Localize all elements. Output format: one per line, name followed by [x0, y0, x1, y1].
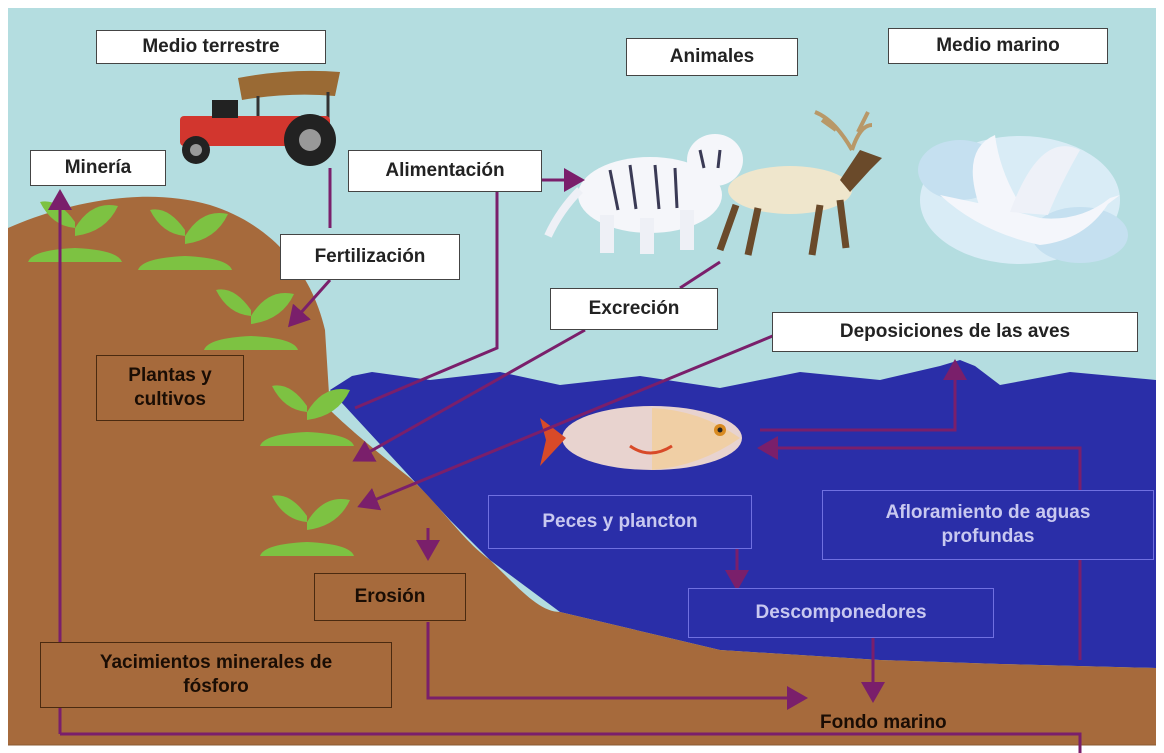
arrow-deposiciones	[357, 333, 776, 511]
label-medio-terrestre: Medio terrestre	[96, 30, 326, 64]
land-area	[8, 196, 1156, 745]
plant-icon	[260, 385, 354, 446]
line-animals-excrecion	[679, 260, 721, 290]
label-afloramiento-line2: profundas	[941, 526, 1035, 547]
arrow-erosion-fondo	[426, 622, 808, 710]
label-peces-plancton: Peces y plancton	[488, 495, 752, 549]
plant-icon	[204, 289, 298, 350]
reindeer-icon	[716, 110, 882, 256]
arrow-excrecion	[352, 328, 586, 462]
arrow-mineria	[60, 732, 1082, 753]
label-plantas-line1: Plantas y	[128, 365, 212, 386]
label-yacimientos-line2: fósforo	[183, 676, 249, 697]
line-alimentacion-plants	[354, 192, 499, 410]
label-alimentacion: Alimentación	[348, 150, 542, 192]
arrow-afloramiento-fish	[757, 436, 1082, 660]
plant-icon	[138, 209, 232, 270]
label-excrecion: Excreción	[550, 288, 718, 330]
arrow-fertilizacion	[288, 279, 332, 328]
label-fertilizacion: Fertilización	[280, 234, 460, 280]
label-plantas-line2: cultivos	[134, 389, 206, 410]
label-mineria: Minería	[30, 150, 166, 186]
label-descomponedores: Descomponedores	[688, 588, 994, 638]
label-medio-marino: Medio marino	[888, 28, 1108, 64]
label-animales: Animales	[626, 38, 798, 76]
arrow-fish-deposiciones	[760, 359, 967, 432]
label-erosion: Erosión	[314, 573, 466, 621]
plant-icon	[260, 495, 354, 556]
tractor-icon	[180, 70, 340, 166]
plant-icon	[28, 201, 122, 262]
label-afloramiento-line1: Afloramiento de aguas	[885, 502, 1091, 523]
label-yacimientos-line1: Yacimientos minerales de	[99, 652, 333, 673]
label-plantas: Plantas y cultivos	[96, 355, 244, 421]
label-yacimientos: Yacimientos minerales de fósforo	[40, 642, 392, 708]
cycle-arrows	[48, 168, 1082, 753]
fish-icon	[540, 406, 742, 470]
label-deposiciones: Deposiciones de las aves	[772, 312, 1138, 352]
dove-icon	[918, 135, 1128, 264]
label-fondo-marino: Fondo marino	[820, 712, 947, 733]
label-afloramiento: Afloramiento de aguas profundas	[822, 490, 1154, 560]
tiger-icon	[544, 134, 743, 254]
